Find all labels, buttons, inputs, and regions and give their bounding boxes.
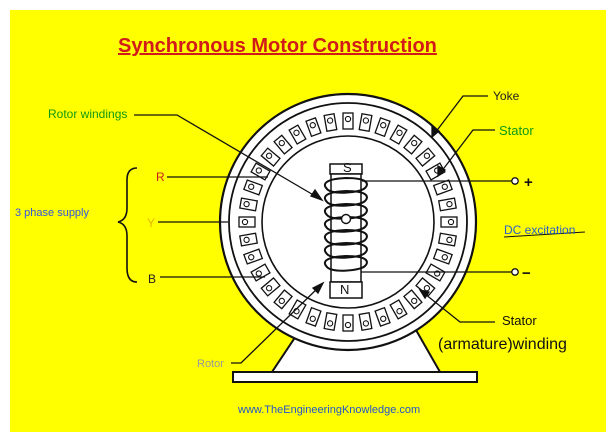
- phase-y-label: Y: [147, 216, 156, 230]
- website-watermark: www.TheEngineeringKnowledge.com: [238, 404, 421, 416]
- coil-turn: [323, 228, 368, 246]
- dc-leads: [361, 177, 519, 276]
- stator-slot: [273, 289, 293, 310]
- plus-terminal-label: +: [524, 174, 533, 191]
- stator-slot: [342, 112, 354, 130]
- stator-slot: [250, 162, 271, 181]
- stator-slot: [403, 289, 423, 310]
- stator-slot: [432, 179, 453, 196]
- supply-brace: [117, 167, 138, 283]
- stator-slot: [374, 117, 391, 138]
- stator-slot: [374, 306, 391, 327]
- dc-label-stroke: [503, 231, 586, 238]
- coil-turn: [323, 189, 368, 207]
- coil-turn: [323, 241, 368, 259]
- supply-lines: [158, 176, 268, 278]
- stator-slot: [389, 299, 408, 320]
- north-pole-label: N: [340, 282, 350, 297]
- phase-r-label: R: [156, 170, 165, 184]
- stator-slot: [323, 113, 338, 133]
- stator-slot: [260, 277, 281, 297]
- three-phase-supply-label: 3 phase supply: [15, 207, 89, 219]
- stator-slot: [389, 124, 408, 145]
- coil-turn: [323, 215, 368, 233]
- stator-slot: [323, 311, 338, 331]
- coil-turn: [323, 254, 368, 272]
- stator-slot: [305, 117, 322, 138]
- stator-slot: [358, 113, 373, 133]
- stator-label: Stator: [499, 123, 534, 138]
- rotor-windings-label: Rotor windings: [48, 107, 128, 121]
- stator-slot: [239, 197, 259, 212]
- diagram-title: Synchronous Motor Construction: [118, 35, 437, 57]
- stator-outer-ring: [228, 102, 468, 342]
- armature-winding-label: (armature)winding: [438, 336, 567, 353]
- stator-slot: [260, 147, 281, 167]
- stator-slot: [358, 311, 373, 331]
- stator-slot: [305, 306, 322, 327]
- stator-slot: [288, 299, 307, 320]
- stator-slot: [238, 216, 256, 228]
- rotor-shaft: [340, 213, 352, 225]
- stator-slot: [273, 134, 293, 155]
- stator-slot: [432, 248, 453, 265]
- minus-terminal-label: −: [522, 265, 531, 282]
- rotor-label: Rotor: [197, 358, 224, 370]
- stator-slot: [440, 216, 458, 228]
- phase-b-label: B: [148, 272, 157, 286]
- stator-slot: [239, 232, 259, 247]
- stator-slot: [243, 179, 264, 196]
- stator-slot: [415, 147, 436, 167]
- stator-slot: [437, 197, 457, 212]
- stator-slot: [342, 314, 354, 332]
- south-pole-label: S: [343, 160, 352, 175]
- stator-slot: [437, 232, 457, 247]
- stator-slot: [288, 124, 307, 145]
- pointer-arrows: [134, 95, 495, 364]
- dc-excitation-label: DC excitation: [504, 223, 576, 237]
- stator-slot: [403, 134, 423, 155]
- stator-armature-label: Stator: [502, 313, 537, 328]
- stator-slot: [243, 248, 264, 265]
- yoke-label: Yoke: [493, 89, 520, 103]
